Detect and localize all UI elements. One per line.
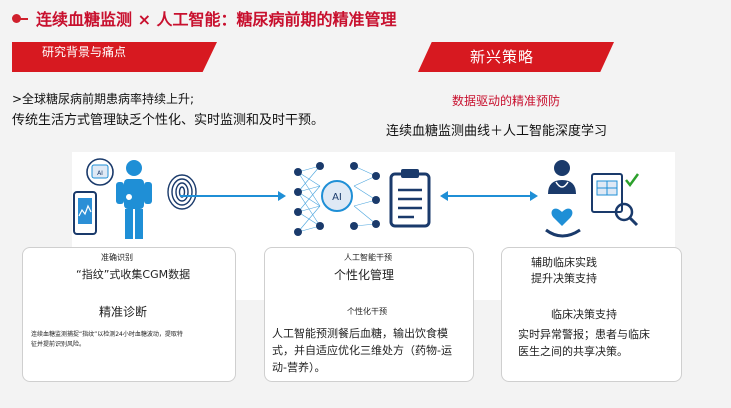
card-diagnosis-title: 精准诊断 [99, 305, 148, 319]
section-banner-strategy [418, 42, 614, 72]
card-personalized-sub-heading: 个性化管理 [334, 268, 395, 282]
flow-arrow-1 [180, 195, 280, 197]
card-diagnosis-small-heading: 准确识别 [101, 253, 133, 262]
title-bullet-line [20, 18, 28, 20]
section-label-background: 研究背景与痛点 [42, 45, 127, 59]
clinical-illustration [545, 160, 640, 238]
person-icon [116, 160, 152, 239]
card-clinical-title: 临床决策支持 [551, 308, 617, 321]
card-clinical-desc-2: 医生之间的共享决策。 [518, 345, 628, 358]
card-clinical [501, 247, 682, 382]
brain-icon: AI [86, 158, 114, 186]
card-clinical-sub-heading: 提升决策支持 [531, 272, 597, 285]
arrow-right-icon [530, 191, 538, 201]
section-label-strategy: 新兴策略 [470, 48, 535, 66]
clipboard-icon [389, 169, 431, 228]
card-personalized [264, 247, 474, 382]
card-clinical-desc-1: 实时异常警报；患者与临床 [518, 328, 650, 341]
ai-chip-label: AI [332, 192, 342, 203]
smartphone-icon [73, 191, 97, 235]
card-personalized-title: 个性化干预 [347, 307, 387, 316]
card-diagnosis-sub-heading: “指纹”式收集CGM数据 [76, 268, 191, 281]
section-banner-background [12, 42, 217, 72]
doctor-icon [548, 160, 576, 194]
card-diagnosis-desc-1: 连续血糖监测捕捉“指纹”以检测24小时血糖波动，提取特 [31, 331, 183, 338]
neural-network-icon: AI [294, 162, 380, 236]
card-personalized-desc-2: 式，并自适应优化三维处方（药物-运 [272, 344, 452, 357]
fingerprint-icon [167, 174, 197, 210]
strategy-subtitle: 数据驱动的精准预防 [452, 94, 561, 108]
card-personalized-desc-1: 人工智能预测餐后血糖，输出饮食模 [272, 327, 448, 340]
flow-arrow-2 [446, 195, 532, 197]
card-personalized-desc-3: 动-营养）。 [272, 361, 326, 374]
heart-hand-icon [545, 208, 581, 238]
card-diagnosis [22, 247, 236, 382]
card-clinical-small-heading: 辅助临床实践 [531, 256, 597, 269]
arrow-right-icon [278, 191, 286, 201]
title-bullet-icon [12, 14, 21, 23]
card-personalized-small-heading: 人工智能干预 [344, 253, 392, 262]
background-point-1: >全球糖尿病前期患病率持续上升; [12, 92, 195, 106]
card-diagnosis-desc-2: 征并提前识别风险。 [31, 341, 86, 348]
background-point-2: 传统生活方式管理缺乏个性化、实时监测和及时干预。 [12, 113, 325, 128]
ai-bubble-text: AI [97, 170, 103, 177]
strategy-line: 连续血糖监测曲线＋人工智能深度学习 [386, 124, 608, 139]
arrow-left-icon [440, 191, 448, 201]
report-search-icon [591, 173, 640, 227]
page-title: 连续血糖监测 × 人工智能：糖尿病前期的精准管理 [36, 10, 397, 29]
cgm-illustration: AI [73, 158, 197, 239]
